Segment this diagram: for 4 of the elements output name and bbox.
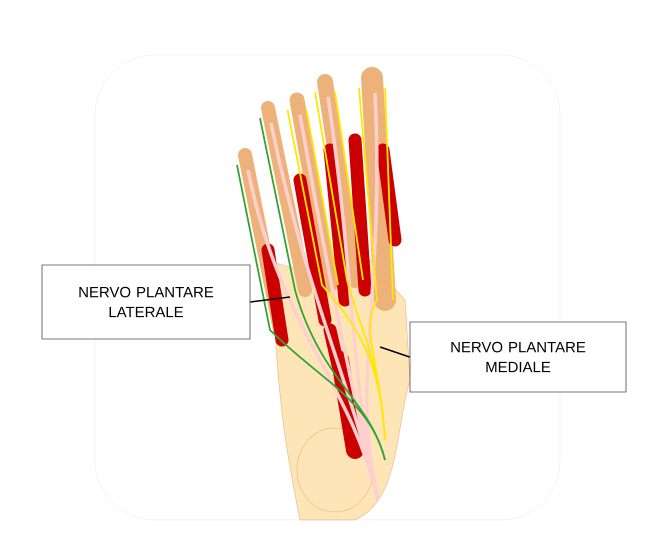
label-box: NERVO PLANTARE MEDIALE — [410, 322, 626, 392]
leader-line — [250, 296, 290, 303]
label-box: NERVO PLANTARE LATERALE — [42, 264, 250, 340]
leader-line — [380, 346, 410, 358]
